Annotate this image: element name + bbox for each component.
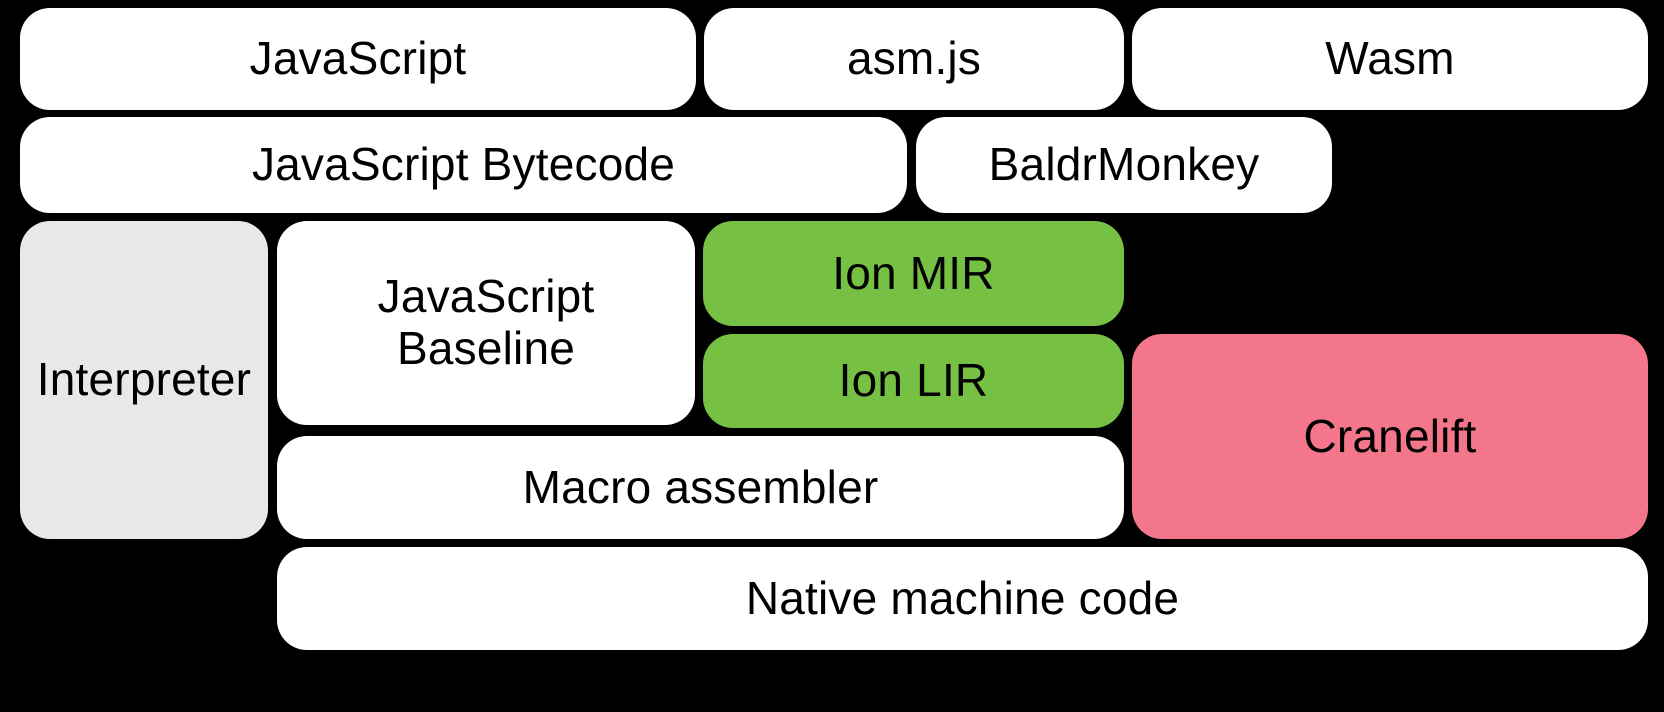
node-cranelift: Cranelift xyxy=(1132,334,1648,539)
node-javascript-bytecode: JavaScript Bytecode xyxy=(20,117,907,213)
node-javascript-baseline: JavaScript Baseline xyxy=(277,221,695,425)
node-native-machine-code: Native machine code xyxy=(277,547,1648,650)
node-macro-assembler: Macro assembler xyxy=(277,436,1124,539)
node-interpreter: Interpreter xyxy=(20,221,268,539)
node-baldrmonkey: BaldrMonkey xyxy=(916,117,1332,213)
node-javascript: JavaScript xyxy=(20,8,696,110)
node-asm-js: asm.js xyxy=(704,8,1124,110)
node-ion-mir: Ion MIR xyxy=(703,221,1124,326)
node-ion-lir: Ion LIR xyxy=(703,334,1124,428)
node-wasm: Wasm xyxy=(1132,8,1648,110)
